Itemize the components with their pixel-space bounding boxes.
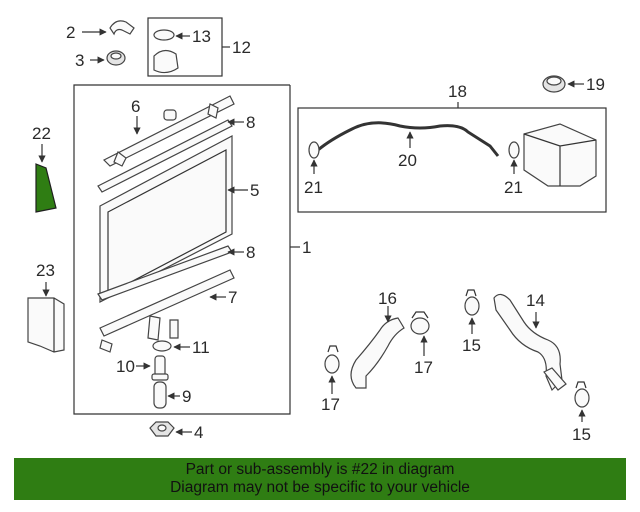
part-21-clamp-left[interactable] (308, 141, 320, 159)
part-11-o-ring[interactable] (152, 340, 172, 352)
part-2-clip[interactable] (109, 20, 135, 36)
callout-22[interactable]: 22 (32, 124, 51, 143)
callout-13[interactable]: 13 (192, 27, 211, 46)
radiator-cap[interactable] (153, 49, 179, 74)
callout-15-lower[interactable]: 15 (572, 425, 591, 444)
part-10-drain-plug[interactable] (151, 355, 169, 381)
callout-7[interactable]: 7 (228, 288, 237, 307)
callout-21-left[interactable]: 21 (304, 178, 323, 197)
callout-16[interactable]: 16 (378, 289, 397, 308)
part-22-highlighted[interactable] (35, 163, 57, 213)
part-14-hose[interactable] (493, 293, 563, 392)
callout-18[interactable]: 18 (448, 82, 467, 101)
callout-17-left[interactable]: 17 (321, 395, 340, 414)
info-banner: Part or sub-assembly is #22 in diagram D… (14, 458, 626, 500)
part-17-clamp-left[interactable] (324, 345, 340, 374)
part-8-seal-upper[interactable] (97, 119, 233, 193)
banner-line-1: Part or sub-assembly is #22 in diagram (185, 461, 455, 478)
part-21-clamp-right[interactable] (508, 141, 520, 159)
callout-8-upper[interactable]: 8 (246, 113, 255, 132)
callout-4[interactable]: 4 (194, 423, 203, 442)
part-5-radiator-core[interactable] (99, 135, 233, 303)
part-23-bracket[interactable] (27, 297, 65, 353)
part-15-clamp-lower[interactable] (574, 381, 590, 408)
callout-14[interactable]: 14 (526, 291, 545, 310)
parts-diagram: 1 2 3 12 13 6 8 5 8 7 11 10 (27, 17, 607, 444)
callout-11[interactable]: 11 (192, 338, 210, 357)
callout-10[interactable]: 10 (116, 357, 135, 376)
callout-15-upper[interactable]: 15 (462, 336, 481, 355)
part-7-lower-tank[interactable] (99, 269, 235, 337)
part-9-pin[interactable] (153, 381, 167, 409)
part-13-seal[interactable] (153, 29, 175, 41)
part-18-reservoir-kit-box (297, 107, 607, 213)
callout-23[interactable]: 23 (36, 261, 55, 280)
callout-8-lower[interactable]: 8 (246, 243, 255, 262)
callout-17-right[interactable]: 17 (414, 358, 433, 377)
callout-6[interactable]: 6 (131, 97, 140, 116)
part-15-clamp-upper[interactable] (464, 289, 480, 316)
callout-9[interactable]: 9 (182, 387, 191, 406)
callout-20[interactable]: 20 (398, 151, 417, 170)
callout-1[interactable]: 1 (302, 238, 311, 257)
part-16-hose[interactable] (350, 317, 405, 389)
callout-21-right[interactable]: 21 (504, 178, 523, 197)
part-6-upper-tank[interactable] (102, 95, 235, 167)
radiator-assembly-bracket (73, 84, 291, 415)
part-20-hose[interactable] (317, 121, 500, 157)
callout-3[interactable]: 3 (75, 51, 84, 70)
callout-5[interactable]: 5 (250, 181, 259, 200)
callout-19[interactable]: 19 (586, 75, 605, 94)
part-19-cap[interactable] (542, 75, 566, 93)
part-4-nut[interactable] (149, 421, 175, 437)
banner-line-2: Diagram may not be specific to your vehi… (170, 479, 470, 496)
part-3-grommet[interactable] (106, 50, 126, 66)
part-17-clamp-right[interactable] (410, 311, 430, 335)
callout-2[interactable]: 2 (66, 23, 75, 42)
callout-12[interactable]: 12 (232, 38, 251, 57)
